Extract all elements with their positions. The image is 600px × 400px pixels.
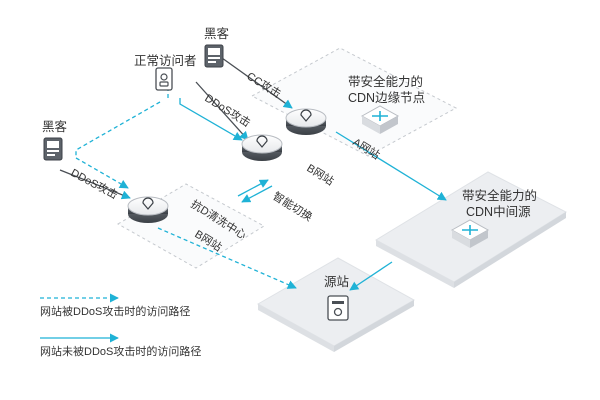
- hacker-left-label: 黑客: [42, 119, 68, 134]
- normal-visitor-label: 正常访问者: [134, 54, 197, 68]
- attacked-path-visitor-left: [75, 101, 161, 158]
- legend-normal-text: 网站未被DDoS攻击时的访问路径: [40, 344, 201, 358]
- switch-arrow-up: [237, 179, 269, 197]
- mid-source-router: [450, 219, 490, 248]
- mid-source-title-line2: CDN中间源: [466, 204, 531, 219]
- edge-node-title-line1: 带安全能力的: [348, 74, 423, 89]
- smart-switch-label: 智能切换: [270, 189, 315, 224]
- hacker-left-icon: [43, 137, 63, 161]
- router-arrows-icon: [372, 111, 388, 121]
- edge-zone-panel: [250, 47, 458, 157]
- edge-node-router: [360, 105, 400, 134]
- router-arrows-icon: [462, 225, 478, 235]
- switch-arrow-down: [241, 185, 273, 203]
- origin-server-icon: [327, 295, 349, 321]
- shield-icon: [256, 135, 268, 148]
- edge-node-title-line2: CDN边缘节点: [348, 91, 425, 105]
- normal-path-edge-to-mid: [335, 131, 447, 201]
- ddos-left-attack-line: [59, 169, 131, 200]
- a-site-device: [285, 108, 327, 135]
- scrubbing-zone-panel: [116, 183, 265, 269]
- hacker-top-icon: [204, 44, 224, 68]
- b-site-top-device: [241, 134, 283, 161]
- attacked-path-to-scrub: [75, 157, 129, 189]
- hacker-top-label: 黑客: [204, 26, 230, 41]
- cc-attack-line: [221, 57, 293, 109]
- ddos-top-attack-label: DDoS攻击: [202, 91, 253, 130]
- mid-source-title-line1: 带安全能力的: [462, 188, 537, 203]
- legend-attacked-text: 网站被DDoS攻击时的访问路径: [40, 304, 190, 318]
- shield-icon: [300, 109, 312, 122]
- b-site-bottom-device: [127, 196, 169, 223]
- ddos-top-attack-line: [195, 81, 249, 141]
- normal-visitor-icon: [155, 67, 173, 91]
- ddos-left-attack-label: DDoS攻击: [69, 165, 121, 201]
- origin-title: 源站: [324, 275, 349, 289]
- normal-path-visitor-to-edge: [179, 98, 243, 141]
- normal-path-mid-to-origin: [349, 261, 393, 291]
- shield-icon: [142, 197, 154, 210]
- b-site-top-label: B网站: [304, 161, 336, 188]
